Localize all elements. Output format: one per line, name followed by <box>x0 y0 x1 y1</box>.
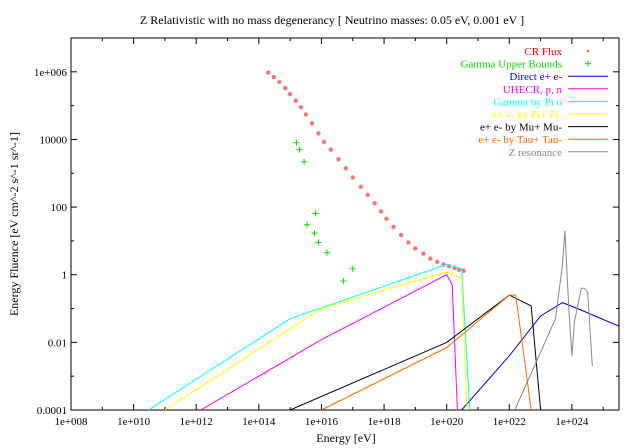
point-cr-flux <box>303 112 309 117</box>
point-cr-flux <box>391 224 396 230</box>
y-tick-label: 100 <box>51 202 68 214</box>
x-tick-label: 1e+024 <box>555 416 589 428</box>
y-tick-label: 0.0001 <box>37 405 67 417</box>
point-cr-flux <box>413 246 418 251</box>
series-line-direct-e-e <box>461 302 619 410</box>
series-line-e-e-by-mu-mu <box>289 294 542 410</box>
point-cr-flux <box>378 209 384 214</box>
point-cr-flux <box>428 256 433 261</box>
series-line-uhecr-p-n <box>200 274 458 410</box>
x-axis-label: Energy [eV] <box>316 431 375 445</box>
x-tick-label: 1e+020 <box>430 416 464 428</box>
legend-label-gamma-upper-bounds: Gamma Upper Bounds <box>461 59 562 71</box>
series-cr-flux <box>266 70 466 274</box>
legend-swatch-gamma-upper-bounds <box>585 60 591 67</box>
point-cr-flux <box>358 184 363 189</box>
point-cr-flux <box>384 216 389 222</box>
series-e-e-by-tau-tau <box>321 294 532 410</box>
point-gamma-upper-bounds <box>315 239 322 246</box>
y-tick-label: 10000 <box>40 134 68 146</box>
series-direct-e-e <box>461 302 619 410</box>
point-cr-flux <box>365 192 370 198</box>
x-tick-label: 1e+016 <box>305 416 339 428</box>
point-cr-flux <box>293 98 298 103</box>
legend-label-cr-flux: CR Flux <box>524 46 562 58</box>
series-line-gamma-by-pi-o <box>148 263 471 410</box>
legend-label-e-e-by-mu-mu: e+ e- by Mu+ Mu- <box>480 122 562 134</box>
point-gamma-upper-bounds <box>296 146 303 153</box>
x-tick-label: 1e+012 <box>180 416 213 428</box>
legend-label-e-e-by-tau-tau: e+ e- by Tau+ Tau- <box>478 134 562 146</box>
x-tick-label: 1e+010 <box>117 416 151 428</box>
y-axis-label: Energy Fluence [eV cm^-2 s^-1 sr^-1] <box>7 132 21 316</box>
legend-label-e-e-by-pi-pi: e+ e- by Pi+ Pi- <box>492 109 562 121</box>
series-line-e-e-by-pi-pi <box>164 271 468 410</box>
point-cr-flux <box>372 201 377 206</box>
point-cr-flux <box>266 70 271 75</box>
point-cr-flux <box>287 91 293 97</box>
legend-label-gamma-by-pi-o: Gamma by Pi o <box>493 96 562 108</box>
point-cr-flux <box>271 74 276 80</box>
point-gamma-upper-bounds <box>323 249 330 256</box>
point-cr-flux <box>406 240 411 245</box>
x-tick-label: 1e+022 <box>493 416 526 428</box>
x-tick-label: 1e+014 <box>242 416 276 428</box>
point-cr-flux <box>350 175 355 180</box>
point-gamma-upper-bounds <box>301 158 308 165</box>
legend-swatch-cr-flux <box>586 49 590 53</box>
point-gamma-upper-bounds <box>311 230 318 237</box>
point-cr-flux <box>298 104 304 110</box>
point-cr-flux <box>328 147 334 152</box>
point-cr-flux <box>398 232 404 238</box>
point-cr-flux <box>309 121 315 126</box>
y-tick-label: 0.01 <box>48 337 67 349</box>
plot-area: 1e+008 1e+010 1e+012 1e+014 1e+016 1e+018 1e+0… <box>34 37 620 428</box>
point-gamma-upper-bounds <box>349 265 356 272</box>
series-e-e-by-mu-mu <box>289 294 542 410</box>
series-uhecr-p-n <box>200 274 458 410</box>
point-cr-flux <box>316 131 321 136</box>
point-cr-flux <box>277 79 282 85</box>
x-tick-label: 1e+018 <box>368 416 402 428</box>
point-cr-flux <box>321 139 327 145</box>
point-gamma-upper-bounds <box>304 221 311 228</box>
point-gamma-upper-bounds <box>293 139 300 146</box>
point-cr-flux <box>461 268 466 274</box>
point-cr-flux <box>336 157 341 162</box>
point-cr-flux <box>421 251 426 256</box>
y-tick-label: 1e+006 <box>34 67 68 79</box>
point-cr-flux <box>435 259 440 265</box>
point-gamma-upper-bounds <box>340 278 347 285</box>
legend-label-uhecr-p-n: UHECR, p, n <box>503 84 563 96</box>
plot-frame <box>70 37 620 411</box>
x-tick-label: 1e+008 <box>54 416 88 428</box>
y-tick-label: 1 <box>62 270 68 282</box>
series-z-resonance <box>514 230 593 410</box>
point-gamma-upper-bounds <box>312 210 319 217</box>
legend-label-z-resonance: Z resonance <box>509 147 563 159</box>
series-line-e-e-by-tau-tau <box>321 294 532 410</box>
point-cr-flux <box>283 85 288 91</box>
series-e-e-by-pi-pi <box>164 271 468 410</box>
point-cr-flux <box>343 166 349 171</box>
legend-label-direct-e-e: Direct e+ e- <box>509 71 562 83</box>
chart-title: Z Relativistic with no mass degenerancy … <box>140 13 524 27</box>
series-line-z-resonance <box>514 230 593 410</box>
series-gamma-upper-bounds <box>293 139 356 285</box>
series-gamma-by-pi-o <box>148 263 471 410</box>
